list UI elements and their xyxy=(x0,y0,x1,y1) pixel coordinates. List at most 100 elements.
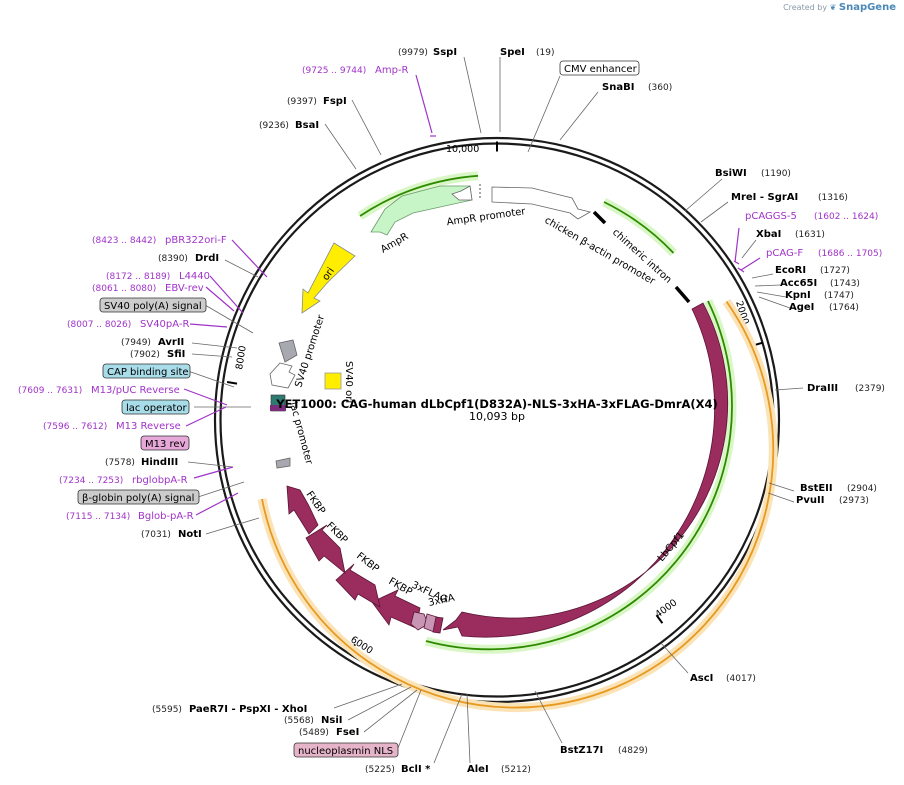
site-bstz17i: BstZ17I xyxy=(560,745,603,756)
fkbp-1 xyxy=(286,485,319,535)
site-alei: AleI xyxy=(467,764,489,775)
chicken-promoter xyxy=(491,186,592,220)
site-sfii: SfiI xyxy=(167,349,185,360)
primer-pbr322ori-f: pBR322ori-F xyxy=(165,235,227,246)
svg-text:(9979): (9979) xyxy=(398,48,428,58)
svg-text:(7949): (7949) xyxy=(121,338,151,348)
tick-8000 xyxy=(226,381,238,385)
site-bsai: BsaI xyxy=(295,120,319,131)
badge-brand: SnapGene xyxy=(838,2,896,13)
site-fspi: FspI xyxy=(323,96,347,107)
tick-label-10000: 10,000 xyxy=(446,144,479,155)
ha-tag-end xyxy=(432,616,444,634)
overlay-arcs xyxy=(257,171,778,713)
site-nsii: NsiI xyxy=(321,715,342,726)
svg-text:(4829): (4829) xyxy=(618,746,648,756)
label-cap-binding-site: CAP binding site xyxy=(107,367,189,378)
site-hindiii: HindIII xyxy=(141,457,178,468)
tick-label-8000: 8000 xyxy=(234,345,249,371)
site-ecori: EcoRI xyxy=(775,265,806,276)
svg-text:(9236): (9236) xyxy=(259,121,289,131)
site-sspi: SspI xyxy=(433,47,457,58)
primer-m13-reverse: M13 Reverse xyxy=(116,421,181,432)
plasmid-length: 10,093 bp xyxy=(469,410,525,423)
svg-text:(8423 .. 8442): (8423 .. 8442) xyxy=(92,236,156,246)
label-m13-rev: M13 rev xyxy=(145,439,186,450)
svg-text:(8007 .. 8026): (8007 .. 8026) xyxy=(67,320,131,330)
site-noti: NotI xyxy=(178,529,202,540)
plasmid-title: YET1000: CAG-human dLbCpf1(D832A)-NLS-3x… xyxy=(275,397,718,423)
site-asci: AscI xyxy=(690,673,713,684)
primer-bglob-pa-r: Bglob-pA-R xyxy=(138,511,194,522)
gray-misc-2 xyxy=(275,457,291,469)
label-sv40-polya: SV40 poly(A) signal xyxy=(104,301,202,312)
label-bglobin-polya: β-globin poly(A) signal xyxy=(82,493,194,504)
ampr-arrow xyxy=(370,185,473,236)
svg-text:(4017): (4017) xyxy=(726,674,756,684)
site-draiii: DraIII xyxy=(807,383,838,394)
svg-text:(1727): (1727) xyxy=(820,266,850,276)
badge-prefix: Created by xyxy=(783,3,828,12)
primer-rbglobpa-r: rbglobpA-R xyxy=(132,475,188,486)
svg-text:(7609 .. 7631): (7609 .. 7631) xyxy=(18,386,82,396)
svg-text:(1747): (1747) xyxy=(824,291,854,301)
plasmid-name: YET1000: CAG-human dLbCpf1(D832A)-NLS-3x… xyxy=(275,397,718,411)
site-xbai: XbaI xyxy=(756,229,781,240)
svg-text:(2379): (2379) xyxy=(855,384,885,394)
svg-text:(5568): (5568) xyxy=(284,716,314,726)
primer-pcag-f: pCAG-F xyxy=(766,248,803,259)
primer-markers xyxy=(183,74,761,516)
label-amp-promoter: AmpR promoter xyxy=(446,206,527,228)
svg-text:(1764): (1764) xyxy=(829,303,859,313)
site-spei: SpeI xyxy=(500,47,525,58)
leader-lines xyxy=(187,56,804,764)
svg-text:(1316): (1316) xyxy=(818,193,848,203)
tick-4000 xyxy=(655,614,664,624)
svg-text:(5225): (5225) xyxy=(365,765,395,775)
svg-text:(5489): (5489) xyxy=(299,728,329,738)
label-ampr: AmpR xyxy=(379,231,410,255)
label-sv40-ori: SV40 ori xyxy=(343,361,354,403)
fkbp-4 xyxy=(371,589,421,629)
site-bcli: BclI * xyxy=(401,764,431,775)
svg-text:(8172 .. 8189): (8172 .. 8189) xyxy=(106,272,170,282)
fkbp-3 xyxy=(335,563,381,608)
site-agei: AgeI xyxy=(789,302,814,313)
snapgene-badge: Created by ❦ SnapGene xyxy=(783,2,896,13)
svg-text:(1743): (1743) xyxy=(830,279,860,289)
features xyxy=(269,184,729,638)
site-paer7i-pspxi-xhoi: PaeR7I - PspXI - XhoI xyxy=(189,704,307,715)
svg-text:(8061 .. 8080): (8061 .. 8080) xyxy=(92,284,156,294)
site-drdi: DrdI xyxy=(195,253,219,264)
ori-arrow xyxy=(301,242,356,314)
label-cmv-enhancer: CMV enhancer xyxy=(564,64,638,75)
primer-pcaggs-5: pCAGGS-5 xyxy=(745,211,797,222)
svg-text:(5595): (5595) xyxy=(152,705,182,715)
gray-misc-1 xyxy=(278,339,298,363)
fkbp-2 xyxy=(305,524,346,575)
svg-text:(19): (19) xyxy=(536,48,554,58)
svg-text:(2904): (2904) xyxy=(847,484,877,494)
boxed-labels: CMV enhancer SV40 poly(A) signal CAP bin… xyxy=(77,60,640,758)
restriction-sites-right: SpeI (19) SnaBI (360) BsiWI (1190) MreI … xyxy=(365,47,885,775)
label-fkbp-3: FKBP xyxy=(354,551,381,575)
svg-text:(7115 .. 7134): (7115 .. 7134) xyxy=(66,512,130,522)
svg-text:(9725 .. 9744): (9725 .. 9744) xyxy=(302,66,366,76)
svg-text:(7578): (7578) xyxy=(105,458,135,468)
primer-m13-puc-reverse: M13/pUC Reverse xyxy=(91,385,180,396)
primer-amp-r: Amp-R xyxy=(375,65,409,76)
site-kpni: KpnI xyxy=(785,290,811,301)
svg-text:(7902): (7902) xyxy=(130,350,160,360)
primer-sv40pa-r: SV40pA-R xyxy=(140,319,189,330)
label-3xha: 3xHA xyxy=(427,593,456,609)
svg-text:(1686 .. 1705): (1686 .. 1705) xyxy=(818,249,882,259)
flag-tag xyxy=(410,611,429,631)
amp-promoter xyxy=(451,185,473,201)
svg-text:(7031): (7031) xyxy=(141,530,171,540)
cds-green-arc xyxy=(424,299,737,654)
site-acc65i: Acc65I xyxy=(780,278,817,289)
primer-labels: (9725 .. 9744) Amp-R pCAGGS-5 (1602 .. 1… xyxy=(18,65,882,522)
svg-text:(9397): (9397) xyxy=(287,97,317,107)
site-mrei-sgrai: MreI - SgrAI xyxy=(731,192,798,203)
